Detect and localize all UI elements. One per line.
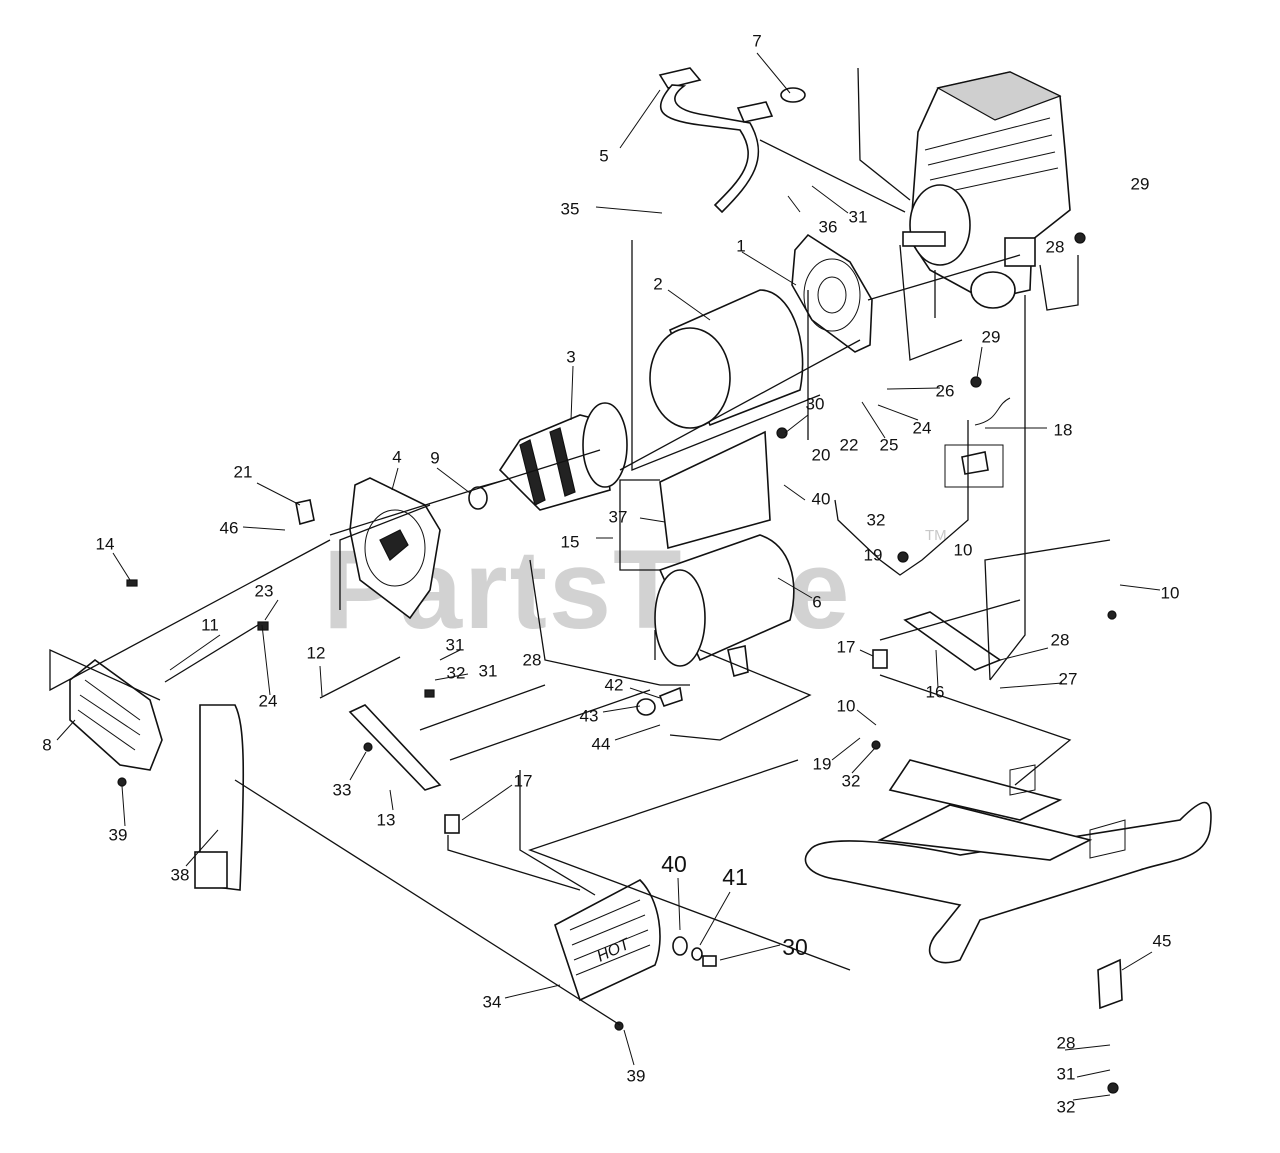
callout-c-5: 5 <box>599 146 608 165</box>
callout-c-32a: 32 <box>867 510 886 529</box>
leader-lines <box>49 52 1161 1101</box>
callout-c-41: 41 <box>722 864 748 890</box>
callout-c-40b: 40 <box>661 851 687 877</box>
callout-c-34: 34 <box>483 992 502 1011</box>
mount-bracket <box>903 611 1002 671</box>
callout-c-6: 6 <box>812 592 821 611</box>
callout-c-2: 2 <box>653 274 662 293</box>
callout-c-12: 12 <box>307 643 326 662</box>
callout-c-40a: 40 <box>812 489 831 508</box>
bracket-13 <box>348 704 442 791</box>
shroud <box>199 704 245 891</box>
rotor <box>475 402 628 511</box>
callout-c-20: 20 <box>812 445 831 464</box>
heat-shield-bracket <box>659 430 771 550</box>
callout-c-7a: 7 <box>752 31 761 50</box>
callout-c-3: 3 <box>566 347 575 366</box>
frame <box>804 759 1212 964</box>
callout-c-46: 46 <box>220 518 239 537</box>
callout-c-45: 45 <box>1153 931 1172 950</box>
callout-c-19a: 19 <box>864 545 883 564</box>
callout-c-28d: 28 <box>1057 1033 1076 1052</box>
hardware <box>117 232 1119 1094</box>
muffler <box>654 534 795 678</box>
callout-c-24a: 24 <box>913 418 932 437</box>
callout-c-30a: 30 <box>806 394 825 413</box>
callout-c-36: 36 <box>819 217 838 236</box>
callout-c-30b: 30 <box>782 934 808 960</box>
callout-c-32b: 32 <box>447 663 466 682</box>
exhaust-pipe <box>658 67 806 214</box>
callout-c-23: 23 <box>255 581 274 600</box>
callout-c-37: 37 <box>609 507 628 526</box>
callout-c-10b: 10 <box>1161 583 1180 602</box>
watermark-trademark: TM <box>925 527 947 544</box>
engine <box>902 71 1071 309</box>
callout-c-31c: 31 <box>479 661 498 680</box>
callout-c-39a: 39 <box>109 825 128 844</box>
callout-c-17a: 17 <box>837 637 856 656</box>
callout-c-9: 9 <box>430 448 439 467</box>
callout-c-25: 25 <box>880 435 899 454</box>
callout-c-4: 4 <box>392 447 401 466</box>
shroud-plate <box>194 851 228 889</box>
front-carrier <box>349 477 488 620</box>
callout-c-38: 38 <box>171 865 190 884</box>
battery-clamp <box>961 451 989 475</box>
callout-c-28a: 28 <box>1046 237 1065 256</box>
callout-c-10c: 10 <box>837 696 856 715</box>
wire-18 <box>974 397 1011 426</box>
callout-c-15: 15 <box>561 532 580 551</box>
callout-c-35: 35 <box>561 199 580 218</box>
battery-bracket-box <box>944 444 1004 488</box>
callout-c-43: 43 <box>580 706 599 725</box>
through-bolt-11 <box>164 624 259 683</box>
callout-c-22: 22 <box>840 435 859 454</box>
isolator-a <box>872 649 888 669</box>
callout-c-10a: 10 <box>954 540 973 559</box>
bearing-carrier <box>791 233 873 353</box>
callout-c-16: 16 <box>926 682 945 701</box>
callout-c-29b: 29 <box>982 327 1001 346</box>
callout-c-39b: 39 <box>627 1066 646 1085</box>
callout-c-17b: 17 <box>514 771 533 790</box>
callout-c-32c: 32 <box>842 771 861 790</box>
callout-c-27: 27 <box>1059 669 1078 688</box>
callout-c-24b: 24 <box>259 691 278 710</box>
callout-c-1: 1 <box>736 236 745 255</box>
callout-c-26: 26 <box>936 381 955 400</box>
exhaust-cover: HOT <box>554 879 661 1002</box>
through-bolt-12 <box>319 656 401 699</box>
brush-holder <box>295 499 315 526</box>
callout-c-28c: 28 <box>1051 630 1070 649</box>
callout-c-32d: 32 <box>1057 1097 1076 1116</box>
callout-c-28b: 28 <box>523 650 542 669</box>
stator <box>649 289 804 429</box>
callout-c-14: 14 <box>96 534 115 553</box>
callout-c-11: 11 <box>201 615 219 634</box>
callout-c-8: 8 <box>42 735 51 754</box>
callout-c-13: 13 <box>377 810 396 829</box>
callout-c-31a: 31 <box>849 207 868 226</box>
callout-c-33: 33 <box>333 780 352 799</box>
callout-c-44: 44 <box>592 734 611 753</box>
isolator-b <box>444 814 460 834</box>
label-45 <box>1097 958 1123 1010</box>
callout-c-21: 21 <box>234 462 253 481</box>
callout-c-18: 18 <box>1054 420 1073 439</box>
end-cover <box>69 658 163 771</box>
callout-c-29a: 29 <box>1131 174 1150 193</box>
callout-c-31d: 31 <box>1057 1064 1076 1083</box>
callout-c-19b: 19 <box>813 754 832 773</box>
callout-c-42: 42 <box>605 675 624 694</box>
callout-c-31b: 31 <box>446 635 465 654</box>
